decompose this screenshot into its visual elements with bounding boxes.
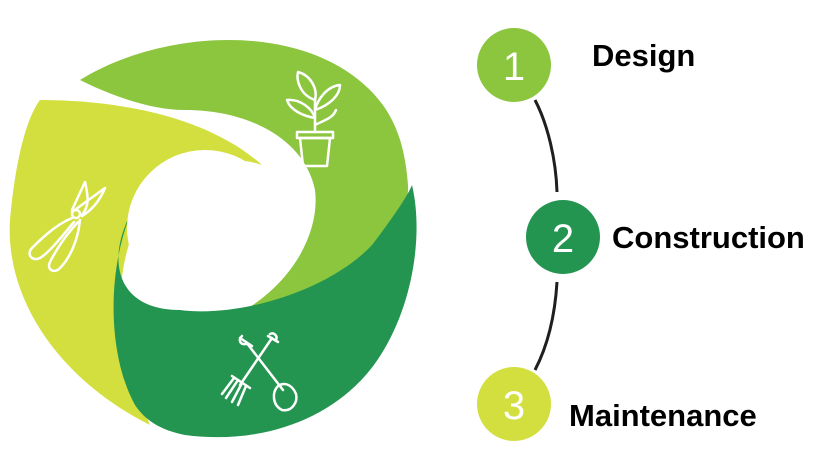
connector-arc-2-3 — [533, 281, 559, 371]
connector-arc-1-2 — [533, 99, 559, 193]
step-circle-3: 3 — [477, 367, 551, 441]
shovel-fork-icon — [220, 332, 298, 412]
center-hole — [127, 150, 283, 306]
step-label-construction: Construction — [612, 220, 805, 255]
step-number-1: 1 — [503, 45, 525, 89]
segment-construction — [113, 185, 417, 438]
plant-pot-icon — [285, 70, 342, 168]
step-label-design: Design — [592, 38, 696, 73]
pruning-shears-icon — [28, 180, 107, 273]
step-number-2: 2 — [552, 217, 574, 261]
segment-maintenance — [9, 100, 262, 425]
segment-design — [80, 40, 409, 310]
step-label-maintenance: Maintenance — [569, 398, 757, 433]
step-circle-2: 2 — [526, 200, 600, 274]
step-number-3: 3 — [503, 384, 525, 428]
step-circle-1: 1 — [477, 28, 551, 102]
